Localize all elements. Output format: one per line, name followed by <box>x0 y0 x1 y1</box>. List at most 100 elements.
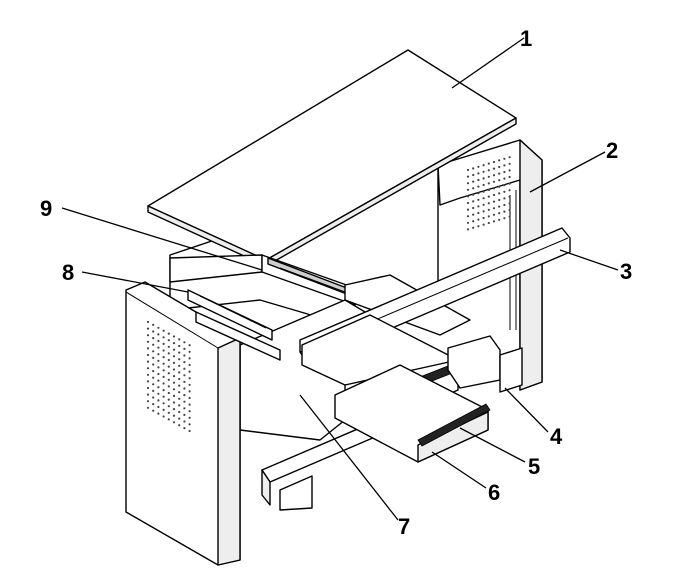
perforation-hole <box>188 423 191 426</box>
perforation-hole <box>466 215 470 218</box>
perforation-hole <box>152 337 155 340</box>
top-panel <box>147 49 517 267</box>
perforation-hole <box>178 417 181 420</box>
perforation-hole <box>472 167 475 170</box>
perforation-hole <box>157 405 160 409</box>
perforation-hole <box>477 185 480 188</box>
perforation-hole <box>157 372 160 376</box>
perforation-hole <box>157 339 160 343</box>
perforation-hole <box>508 182 511 185</box>
perforation-hole <box>183 420 186 423</box>
perforation-hole <box>178 351 181 354</box>
drawer-slide <box>447 335 523 393</box>
perforation-hole <box>152 396 155 399</box>
perforation-hole <box>172 368 176 371</box>
perforation-hole <box>146 380 150 383</box>
perforation-hole <box>482 164 485 167</box>
perforation-hole <box>178 391 181 394</box>
perforation-hole <box>146 327 150 330</box>
perforation-hole <box>503 157 506 160</box>
perforation-hole <box>157 412 160 415</box>
perforation-hole <box>178 377 181 381</box>
perforation-hole <box>477 205 480 208</box>
perforation-hole <box>188 377 191 380</box>
perforation-hole <box>508 156 511 159</box>
perforation-hole <box>167 339 170 342</box>
perforation-hole <box>466 188 470 191</box>
perforation-hole <box>162 356 165 359</box>
perforation-hole <box>492 213 496 216</box>
perforation-hole <box>487 162 490 165</box>
perforation-hole <box>498 198 501 202</box>
perforation-hole <box>172 361 176 364</box>
perforation-hole <box>183 347 186 350</box>
perforation-hole <box>188 370 191 373</box>
perforation-hole <box>152 343 155 346</box>
perforation-hole <box>167 418 170 421</box>
perforation-hole <box>167 372 170 375</box>
perforation-hole <box>178 384 181 387</box>
perforation-hole <box>157 386 160 389</box>
perforation-hole <box>152 363 155 366</box>
perforation-hole <box>152 323 155 326</box>
perforation-hole <box>162 375 165 378</box>
perforation-hole <box>172 408 176 411</box>
perforation-hole <box>188 416 191 419</box>
perforation-hole <box>183 427 186 430</box>
perforation-hole <box>183 407 186 410</box>
perforation-hole <box>487 169 490 172</box>
perforation-hole <box>508 189 511 192</box>
left-panel-perforation <box>146 320 191 433</box>
perforation-hole <box>152 350 155 353</box>
perforation-hole <box>183 394 186 397</box>
perforation-hole <box>167 332 170 335</box>
perforation-hole <box>172 401 176 404</box>
perforation-hole <box>482 216 485 220</box>
perforation-hole <box>466 201 470 205</box>
perforation-hole <box>492 180 496 183</box>
perforation-hole <box>162 362 165 365</box>
perforation-hole <box>152 356 155 359</box>
perforation-hole <box>487 195 490 198</box>
perforation-hole <box>503 190 506 193</box>
perforation-hole <box>508 169 511 172</box>
perforation-hole <box>157 366 160 369</box>
perforation-hole <box>157 379 160 382</box>
perforation-hole <box>152 376 155 379</box>
callout-9: 9 <box>40 196 52 221</box>
perforation-hole <box>492 174 496 177</box>
perforation-hole <box>152 383 155 386</box>
perforation-hole <box>146 320 150 324</box>
callout-1: 1 <box>520 26 532 51</box>
perforation-hole <box>477 198 480 201</box>
perforation-hole <box>172 421 176 424</box>
perforation-hole <box>498 185 501 188</box>
perforation-hole <box>162 402 165 405</box>
perforation-hole <box>477 192 480 195</box>
perforation-hole <box>157 326 160 329</box>
perforation-hole <box>183 380 186 383</box>
perforation-hole <box>503 217 506 220</box>
perforation-hole <box>503 203 506 207</box>
perforation-hole <box>178 358 181 361</box>
perforation-hole <box>503 210 506 213</box>
perforation-hole <box>146 340 150 343</box>
perforation-hole <box>162 369 165 372</box>
perforation-hole <box>172 414 176 417</box>
perforation-hole <box>146 347 150 350</box>
perforation-hole <box>188 350 191 353</box>
perforation-hole <box>167 352 170 355</box>
perforation-hole <box>152 330 155 333</box>
perforation-hole <box>167 345 170 348</box>
perforation-hole <box>503 184 506 187</box>
perforation-hole <box>188 344 191 347</box>
perforation-hole <box>466 175 470 178</box>
perforation-hole <box>188 383 191 386</box>
perforation-hole <box>178 338 181 341</box>
perforation-hole <box>172 388 176 391</box>
perforation-hole <box>167 365 170 368</box>
perforation-hole <box>188 396 191 400</box>
perforation-hole <box>178 397 181 400</box>
perforation-hole <box>183 341 186 344</box>
